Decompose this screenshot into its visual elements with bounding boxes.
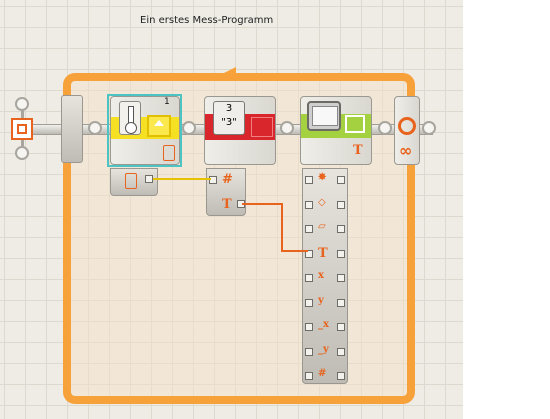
beam-ring: [280, 121, 294, 135]
text-out-icon: T: [222, 197, 232, 212]
display-out-plug[interactable]: [337, 225, 345, 233]
beam-ring: [88, 121, 102, 135]
number-to-text-icon: 3"3": [213, 101, 245, 135]
display-out-plug[interactable]: [337, 323, 345, 331]
display-out-plug[interactable]: [337, 347, 345, 356]
number-in-icon: #: [222, 172, 233, 187]
grid-icon: [251, 117, 273, 137]
number-in-plug[interactable]: [209, 176, 217, 184]
display-plug-label: y: [318, 294, 324, 306]
temperature-data-hub[interactable]: [110, 168, 158, 196]
display-in-plug[interactable]: [305, 274, 313, 282]
display-out-plug[interactable]: [337, 274, 345, 282]
port-number: 1: [164, 97, 170, 107]
display-out-plug[interactable]: [337, 372, 345, 380]
temperature-out-icon: [125, 173, 137, 189]
display-plug-label: _x: [318, 319, 329, 330]
display-out-plug[interactable]: [337, 249, 345, 258]
loop-start-hub[interactable]: [61, 95, 83, 163]
display-text-icon: T: [353, 143, 363, 158]
blank-panel: [463, 0, 550, 419]
number-to-text-data-hub[interactable]: [206, 168, 246, 216]
display-in-plug[interactable]: [305, 323, 313, 331]
loop-refresh-icon: [398, 117, 416, 135]
loop-direction-arrow: [222, 67, 236, 81]
star-icon: ✸: [318, 172, 327, 183]
upload-arrow-icon: [147, 115, 171, 137]
display-out-plug[interactable]: [337, 298, 345, 307]
display-in-plug[interactable]: [305, 225, 313, 233]
display-in-plug[interactable]: [305, 200, 313, 209]
loop-end-block[interactable]: ∞: [394, 96, 420, 165]
display-plug-label: x: [318, 270, 324, 281]
temperature-wire[interactable]: [153, 178, 211, 180]
temperature-block-selection: [107, 94, 182, 167]
display-in-plug[interactable]: [305, 372, 313, 380]
number-to-text-block[interactable]: 3"3": [204, 96, 276, 165]
start-ring-bottom[interactable]: [15, 146, 29, 160]
thermometer-icon: [119, 101, 141, 135]
beam-ring: [378, 121, 392, 135]
start-point-icon[interactable]: [11, 118, 33, 140]
beam-end-ring: [422, 121, 436, 135]
text-wire[interactable]: [240, 200, 310, 256]
display-plug-label: #: [318, 368, 327, 379]
display-block[interactable]: T: [300, 96, 372, 165]
start-ring-top[interactable]: [15, 97, 29, 111]
display-plug-label: _y: [318, 343, 329, 355]
program-title: Ein erstes Mess-Programm: [140, 15, 274, 26]
display-plug-label: T: [318, 245, 328, 261]
display-out-plug[interactable]: [337, 176, 345, 184]
display-in-plug[interactable]: [305, 249, 313, 258]
thermometer-plug-icon: [163, 145, 175, 161]
temperature-out-plug[interactable]: [145, 175, 153, 183]
display-in-plug[interactable]: [305, 176, 313, 184]
beam-ring: [182, 121, 196, 135]
display-out-plug[interactable]: [337, 200, 345, 209]
infinity-icon: ∞: [399, 141, 413, 160]
display-screen-icon: [307, 101, 341, 131]
display-in-plug[interactable]: [305, 298, 313, 307]
eraser-icon: ◇: [318, 196, 326, 208]
upload-arrow-icon: [345, 115, 365, 133]
temperature-sensor-block[interactable]: 1: [110, 96, 180, 165]
clear-icon: ▱: [318, 221, 326, 232]
display-in-plug[interactable]: [305, 347, 313, 356]
